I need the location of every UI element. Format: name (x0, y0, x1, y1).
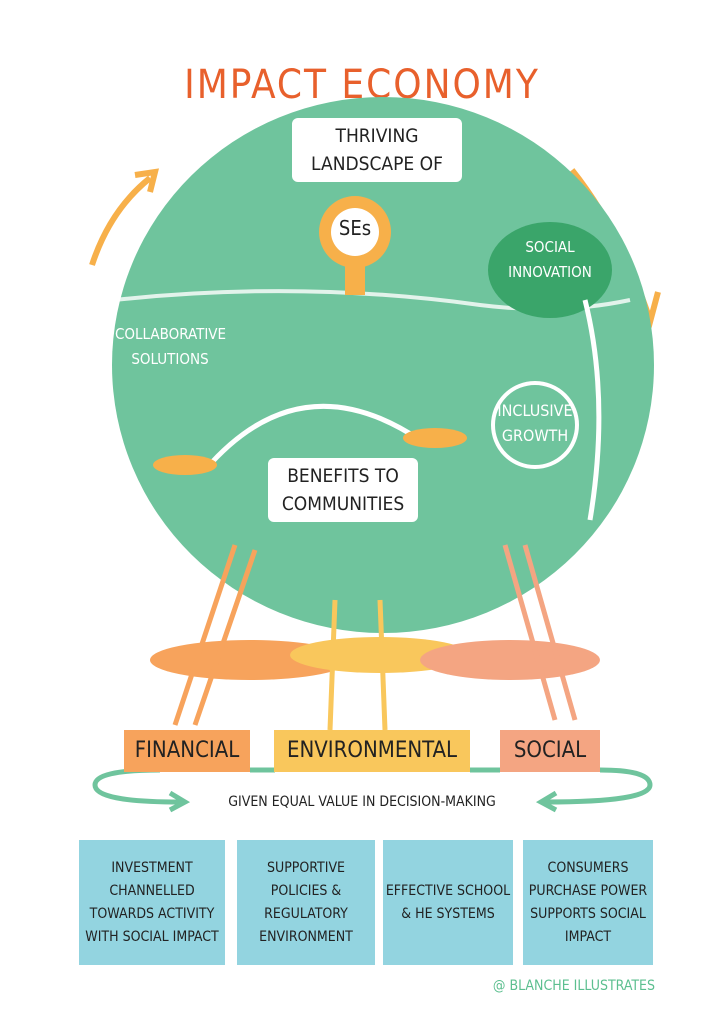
benefits-line2: COMMUNITIES (281, 493, 405, 515)
ladder-icon (172, 544, 258, 726)
pillar-social: SOCIAL (500, 730, 600, 772)
benefits-line1: BENEFITS TO (287, 465, 399, 487)
arrow-up-left-icon (89, 175, 152, 266)
flower-icon (403, 428, 467, 448)
pillar-financial: FINANCIAL (124, 730, 250, 772)
thriving-line2: LANDSCAPE OF (311, 153, 443, 175)
ses-label: SEs (338, 216, 372, 240)
enabler-schools: EFFECTIVE SCHOOL & HE SYSTEMS (383, 840, 513, 965)
flower-icon (153, 455, 217, 475)
enabler-investment: INVESTMENT CHANNELLED TOWARDS ACTIVITY W… (79, 840, 225, 965)
thriving-line1: THRIVING (335, 125, 419, 147)
social-innovation-label: SOCIAL INNOVATION (508, 238, 592, 281)
thriving-label: THRIVING LANDSCAPE OF (292, 118, 462, 182)
collaborative-solutions-label: COLLABORATIVE SOLUTIONS (115, 325, 227, 368)
ladder-icon (502, 544, 578, 721)
platform-social (420, 640, 600, 680)
credit: @ BLANCHE ILLUSTRATES (492, 978, 655, 994)
spiral-icon (491, 381, 579, 469)
globe (112, 97, 654, 633)
enabler-policies: SUPPORTIVE POLICIES & REGULATORY ENVIRON… (237, 840, 375, 965)
pillar-environmental: ENVIRONMENTAL (274, 730, 470, 772)
loop-arrow-right-icon (544, 767, 653, 805)
equal-value-text: GIVEN EQUAL VALUE IN DECISION-MAKING (228, 794, 496, 810)
benefits-label: BENEFITS TO COMMUNITIES (268, 458, 418, 522)
bridge (203, 403, 422, 472)
enabler-consumers: CONSUMERS PURCHASE POWER SUPPORTS SOCIAL… (523, 840, 653, 965)
tree-icon (488, 222, 612, 318)
ladder-icon (327, 599, 388, 731)
inclusive-growth-label: INCLUSIVE GROWTH (497, 401, 573, 445)
